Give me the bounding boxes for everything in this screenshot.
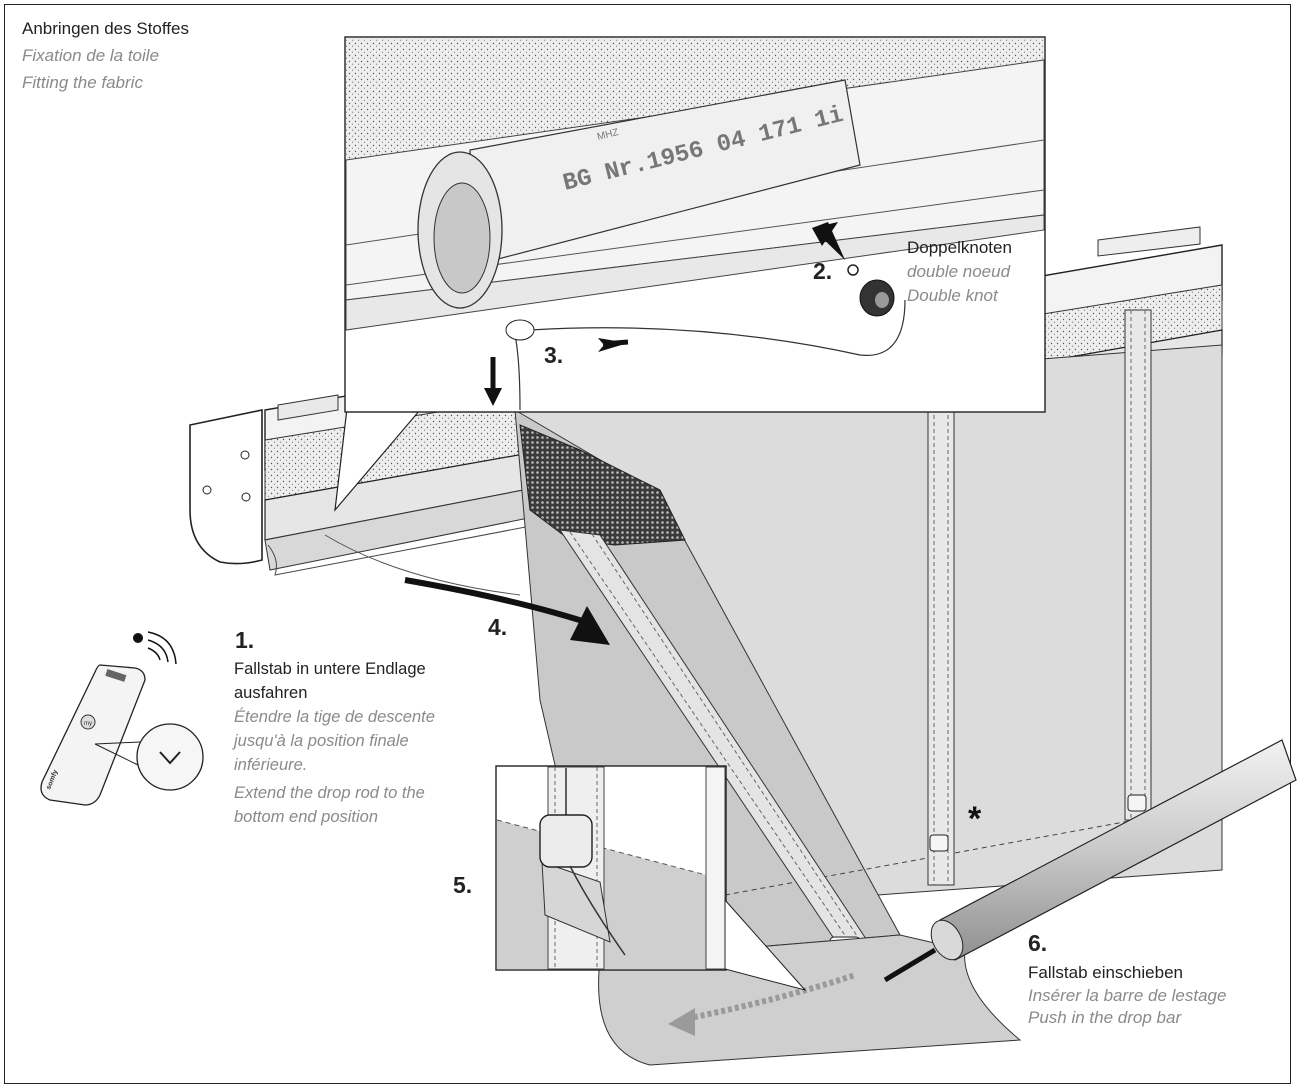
step-3-number: 3. bbox=[544, 342, 564, 368]
stamp-small: MHZ bbox=[596, 127, 620, 143]
title-de: Anbringen des Stoffes bbox=[22, 19, 189, 38]
diagram-frame bbox=[4, 4, 1291, 1084]
step-6-en: Push in the drop bar bbox=[1028, 1008, 1182, 1027]
remote-my-label: my bbox=[84, 721, 92, 727]
title-fr: Fixation de la toile bbox=[22, 46, 160, 65]
step-5-number: 5. bbox=[453, 872, 473, 898]
step-2-de: Doppelknoten bbox=[907, 238, 1012, 257]
chevron-down-icon bbox=[159, 751, 181, 765]
step-6-de: Fallstab einschieben bbox=[1028, 963, 1183, 982]
step-6-number: 6. bbox=[1028, 930, 1048, 956]
step-1-number: 1. bbox=[235, 627, 255, 653]
step-2-fr: double noeud bbox=[907, 262, 1011, 281]
step-1-de-line2: ausfahren bbox=[234, 684, 308, 702]
step-2-en: Double knot bbox=[907, 286, 998, 305]
step-1-fr-line1: Étendre la tige de descente bbox=[234, 708, 435, 726]
step-6-fr: Insérer la barre de lestage bbox=[1028, 986, 1227, 1005]
step-1-fr-line3: inférieure. bbox=[234, 756, 308, 774]
drop-bar bbox=[883, 739, 1297, 983]
step-1-en-line1: Extend the drop rod to the bbox=[234, 784, 425, 802]
detail-zoom-box-5 bbox=[495, 765, 807, 991]
step-1-fr-line2: jusqu'à la position finale bbox=[234, 732, 409, 750]
title-en: Fitting the fabric bbox=[22, 73, 143, 92]
step-4-number: 4. bbox=[488, 614, 508, 640]
step-1-en-line2: bottom end position bbox=[234, 808, 379, 826]
detail-zoom-box: BG Nr.1956 04 171 1i MHZ bbox=[334, 36, 1046, 512]
step-2-number: 2. bbox=[813, 258, 833, 284]
remote-control: my somfy bbox=[40, 631, 204, 806]
step-1-de-line1: Fallstab in untere Endlage bbox=[234, 660, 426, 678]
asterisk-marker: * bbox=[968, 800, 982, 838]
